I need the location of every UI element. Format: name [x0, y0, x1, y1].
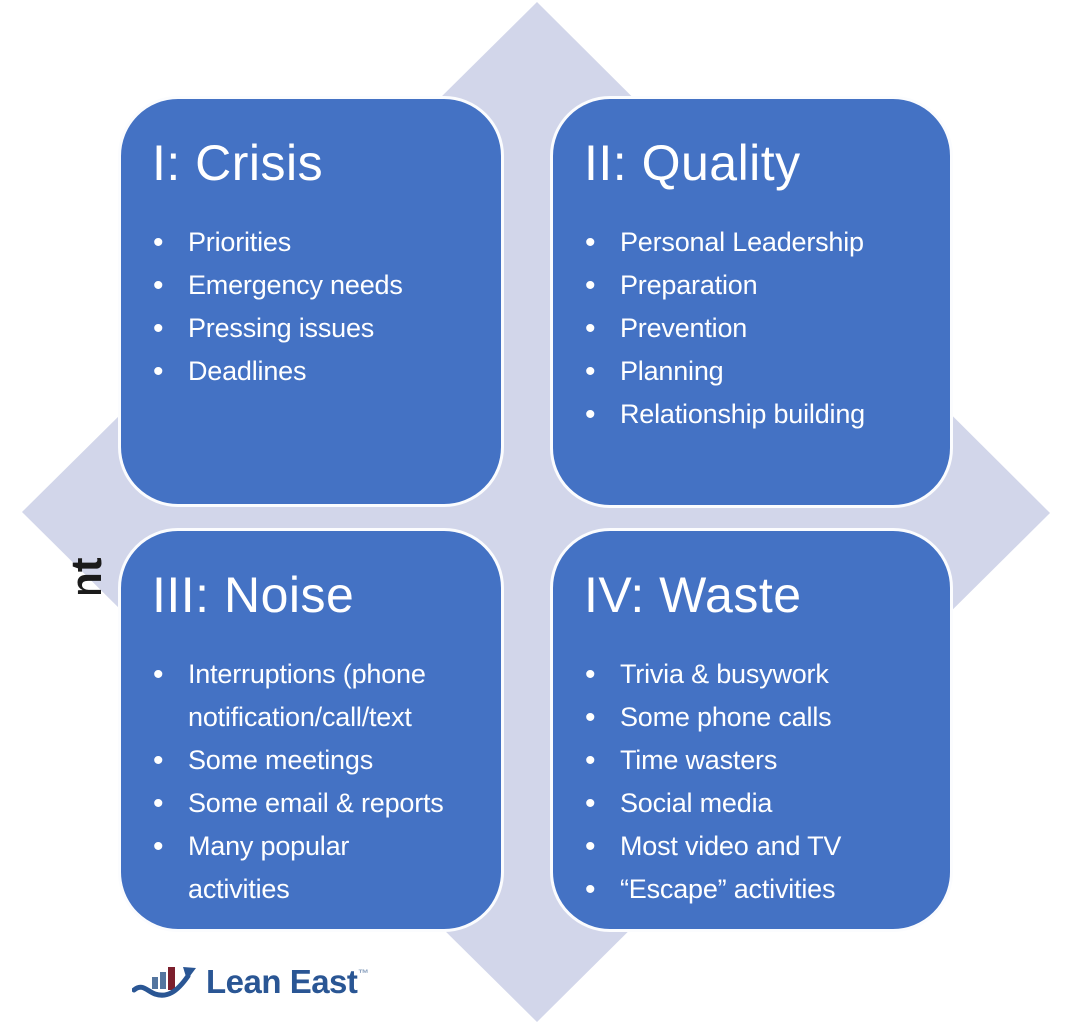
- bullet-item: Planning: [583, 350, 932, 393]
- bullet-item: Prevention: [583, 307, 932, 350]
- bullet-item: Priorities: [151, 221, 483, 264]
- bullet-item: Deadlines: [151, 350, 483, 393]
- bullet-item: Most video and TV: [583, 825, 932, 868]
- bullet-item: Emergency needs: [151, 264, 483, 307]
- lean-east-logo: Lean East ™: [118, 956, 381, 1008]
- bullet-item: Time wasters: [583, 739, 932, 782]
- bullet-list: Personal Leadership Preparation Preventi…: [583, 221, 932, 436]
- bullet-item: Some meetings: [151, 739, 483, 782]
- logo-wordmark: Lean East: [206, 963, 358, 1000]
- bullet-list: Interruptions (phone notification/call/t…: [151, 653, 483, 911]
- bullet-item: Some phone calls: [583, 696, 932, 739]
- bullet-item: Relationship building: [583, 393, 932, 436]
- bullet-item: Trivia & busywork: [583, 653, 932, 696]
- bullet-item: Preparation: [583, 264, 932, 307]
- quadrant-quality-card: II: Quality Personal Leadership Preparat…: [550, 96, 953, 508]
- axis-label-fragment-text: nt: [62, 557, 102, 594]
- quadrant-noise-card: III: Noise Interruptions (phone notifica…: [118, 528, 504, 932]
- bullet-item: Pressing issues: [151, 307, 483, 350]
- logo-chart-arrow-icon: [132, 967, 196, 998]
- quadrant-waste-card: IV: Waste Trivia & busywork Some phone c…: [550, 528, 953, 932]
- bullet-item: Personal Leadership: [583, 221, 932, 264]
- axis-label-fragment: nt: [62, 557, 102, 594]
- quadrant-title: II: Quality: [584, 135, 801, 191]
- bullet-list: Trivia & busywork Some phone calls Time …: [583, 653, 932, 911]
- quadrant-title: IV: Waste: [584, 567, 802, 623]
- bullet-item: Social media: [583, 782, 932, 825]
- bullet-item: Some email & reports: [151, 782, 483, 825]
- trademark-symbol: ™: [358, 968, 369, 980]
- bullet-item: Many popular activities: [151, 825, 483, 911]
- quadrant-crisis-card: I: Crisis Priorities Emergency needs Pre…: [118, 96, 504, 507]
- bullet-item: “Escape” activities: [583, 868, 932, 911]
- quadrant-title: I: Crisis: [152, 135, 324, 191]
- quadrant-title: III: Noise: [152, 567, 355, 623]
- bullet-list: Priorities Emergency needs Pressing issu…: [151, 221, 483, 393]
- bullet-item: Interruptions (phone notification/call/t…: [151, 653, 483, 739]
